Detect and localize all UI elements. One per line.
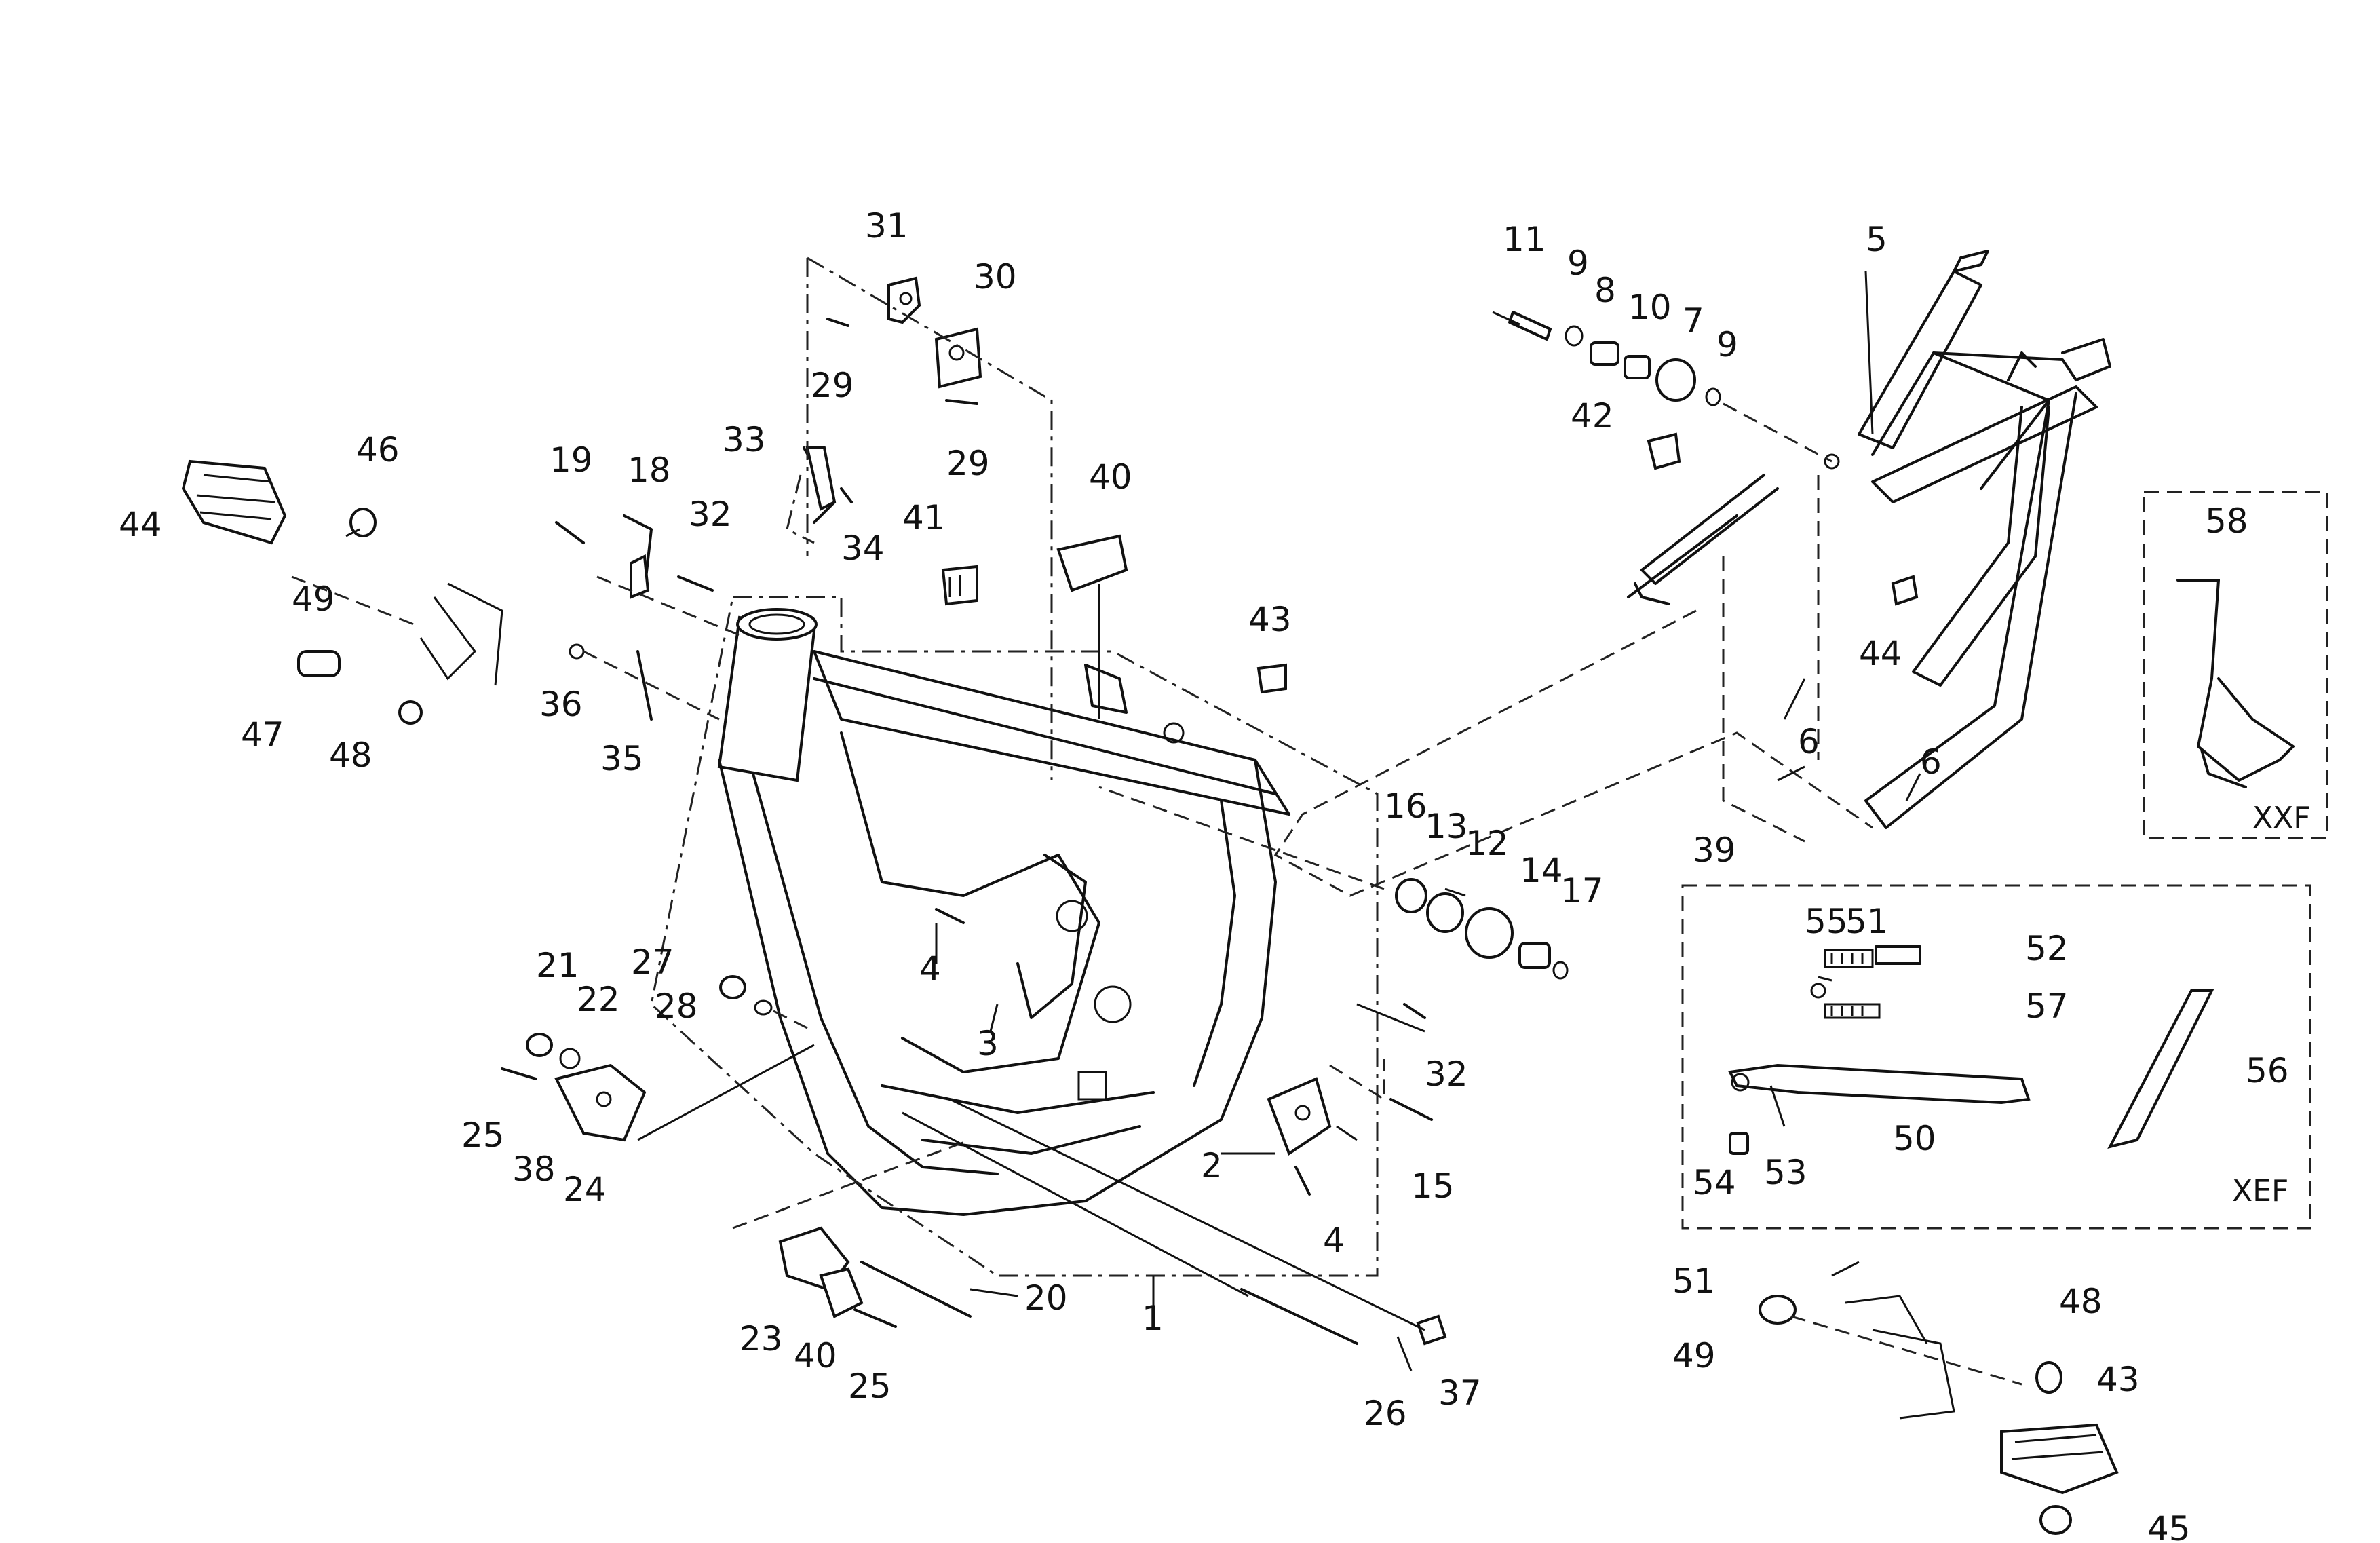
callout-56: 56 [2246,1051,2289,1090]
xxf-label: XXF [2252,801,2311,835]
callout-53: 53 [1764,1153,1807,1192]
side-stand-parts [1727,945,2214,1155]
callout-6b: 6 [1920,742,1942,782]
callout-58: 58 [2205,501,2248,541]
small-parts [941,432,1919,719]
callout-25a: 25 [461,1116,505,1155]
callout-9a: 9 [1567,244,1589,283]
callout-37: 37 [1438,1373,1482,1413]
callout-13: 13 [1425,807,1468,846]
callout-26: 26 [1364,1394,1407,1433]
callout-41: 41 [902,498,946,537]
callout-43a: 43 [1248,600,1292,639]
leader-lines [935,271,1921,1371]
xxf-variant-box [2143,491,2328,839]
callout-55: 55 [1805,902,1848,941]
callout-35: 35 [600,739,644,778]
callout-22: 22 [577,980,620,1019]
callout-34: 34 [841,529,885,568]
xef-label: XEF [2232,1174,2288,1208]
callout-38: 38 [512,1149,556,1189]
callout-25b: 25 [848,1367,891,1406]
callout-49a: 49 [292,579,335,619]
frame-group-outline [650,596,1379,1277]
callout-47: 47 [241,715,284,755]
callout-15: 15 [1411,1166,1455,1206]
subframe-mount-line [1273,609,1873,897]
callout-27: 27 [631,942,674,982]
callout-43b: 43 [2096,1360,2140,1399]
callout-29a: 29 [811,366,854,405]
footpeg-right [1759,1261,2119,1535]
callout-28: 28 [655,987,698,1026]
callout-7: 7 [1683,301,1704,341]
callout-51b: 51 [1672,1261,1716,1301]
callout-labels: 1 2 3 4 4 5 6 6 7 8 9 9 10 11 12 13 14 1… [119,206,2289,1543]
footpeg-left [181,459,503,725]
callout-44b: 44 [1859,634,1902,673]
callout-36: 36 [539,685,583,724]
headstock-brackets [555,256,1053,780]
callout-8: 8 [1594,271,1616,310]
rear-subframe [1627,250,2111,829]
callout-42: 42 [1571,396,1614,436]
main-frame [717,608,1290,1216]
callout-21: 21 [536,946,579,985]
callout-20: 20 [1024,1278,1068,1318]
callout-10: 10 [1628,288,1672,327]
callout-3: 3 [977,1024,999,1063]
callout-1: 1 [1142,1299,1164,1338]
callout-33: 33 [723,420,766,459]
engine-mount-right [935,908,1433,1196]
callout-54: 54 [1693,1163,1736,1202]
callout-4a: 4 [919,949,941,989]
stand-58 [2176,579,2295,788]
callout-51a: 51 [1845,902,1889,941]
callout-49b: 49 [1672,1336,1716,1375]
xef-variant-box [1681,884,2311,1230]
callout-16: 16 [1384,786,1427,826]
callout-11: 11 [1503,220,1546,259]
engine-mount-left [501,975,815,1142]
callout-9b: 9 [1716,325,1738,364]
callout-32b: 32 [1425,1054,1468,1094]
callout-24: 24 [563,1170,607,1209]
callout-2: 2 [1201,1146,1223,1185]
callout-4b: 4 [1323,1221,1345,1260]
callout-52: 52 [2025,929,2069,968]
pivot-bolt-parts [1098,311,1832,980]
callout-48a: 48 [329,736,372,775]
callout-46: 46 [356,430,400,470]
callout-32a: 32 [689,495,732,534]
callout-39: 39 [1693,831,1736,870]
callout-23: 23 [740,1319,783,1358]
callout-6a: 6 [1798,722,1820,761]
callout-19: 19 [550,440,593,480]
callout-40b: 40 [794,1336,837,1375]
callout-14: 14 [1520,851,1563,890]
callout-45: 45 [2147,1509,2191,1543]
callout-30: 30 [974,257,1017,297]
callout-29b: 29 [946,444,990,483]
callout-44a: 44 [119,505,162,544]
callout-18: 18 [628,451,671,490]
callout-57: 57 [2025,987,2069,1026]
callout-40a: 40 [1089,457,1132,497]
engine-mount-lower [732,1098,1447,1346]
callout-48b: 48 [2059,1282,2103,1321]
callout-5: 5 [1866,220,1887,259]
callout-50: 50 [1893,1119,1936,1158]
callout-17: 17 [1560,871,1604,911]
callout-31: 31 [865,206,908,246]
callout-12: 12 [1465,824,1509,863]
